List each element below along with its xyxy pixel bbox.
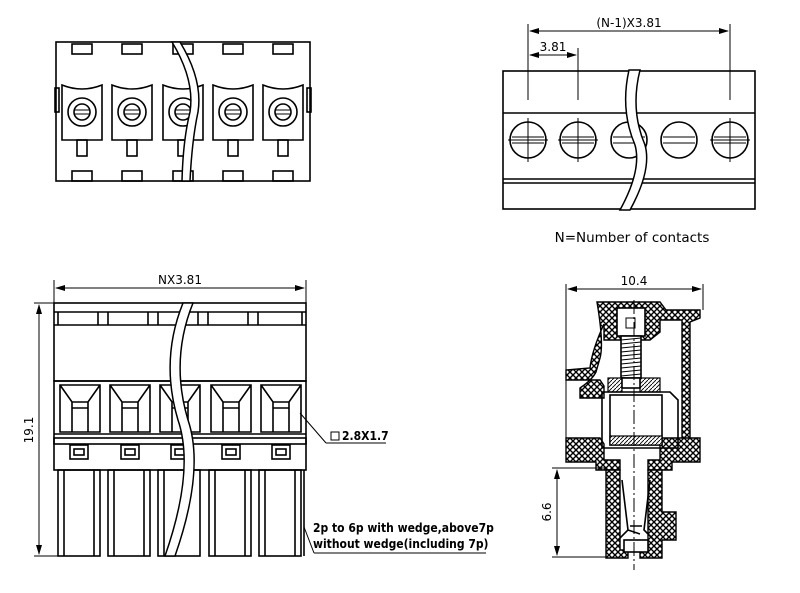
top-view-break-line bbox=[170, 41, 200, 182]
front-view: (N-1)X3.81 3.81 N=Number of contacts bbox=[502, 16, 756, 246]
screw-thread bbox=[620, 335, 642, 379]
screw-head bbox=[616, 307, 646, 337]
section-view: 10.4 6.6 bbox=[540, 274, 704, 570]
side-view-pins bbox=[57, 469, 305, 557]
dim-pitch: 3.81 bbox=[540, 40, 567, 54]
square-icon bbox=[330, 431, 340, 441]
contact-spring bbox=[617, 479, 655, 541]
wire-entry-note: 2.8X1.7 bbox=[342, 429, 389, 443]
release-windows bbox=[69, 444, 291, 460]
front-screws bbox=[508, 118, 750, 162]
n-definition-note: N=Number of contacts bbox=[555, 230, 710, 246]
top-terminal-2 bbox=[111, 83, 153, 157]
dim-height: 19.1 bbox=[22, 417, 36, 444]
wedge-leader bbox=[303, 526, 315, 554]
bottom-latches bbox=[71, 170, 294, 182]
side-view-ribs bbox=[57, 312, 303, 325]
dim-depth: 10.4 bbox=[621, 274, 648, 288]
wire-entry-leader bbox=[299, 412, 327, 444]
dim-pin-length: 6.6 bbox=[540, 502, 554, 521]
top-view bbox=[54, 41, 312, 182]
side-view-break-line bbox=[163, 302, 195, 557]
dim-total-width: NX3.81 bbox=[158, 273, 202, 287]
top-terminal-5 bbox=[262, 83, 304, 157]
side-view: NX3.81 19.1 bbox=[22, 273, 494, 557]
top-terminal-4 bbox=[212, 83, 254, 157]
dim-pitch-span: (N-1)X3.81 bbox=[596, 16, 661, 30]
wedge-note-line1: 2p to 6p with wedge,above7p bbox=[313, 521, 494, 535]
wedge-note-line2: without wedge(including 7p) bbox=[313, 537, 489, 551]
front-view-break-line bbox=[618, 69, 648, 211]
top-terminal-1 bbox=[61, 83, 103, 157]
clamp-body bbox=[601, 391, 679, 449]
